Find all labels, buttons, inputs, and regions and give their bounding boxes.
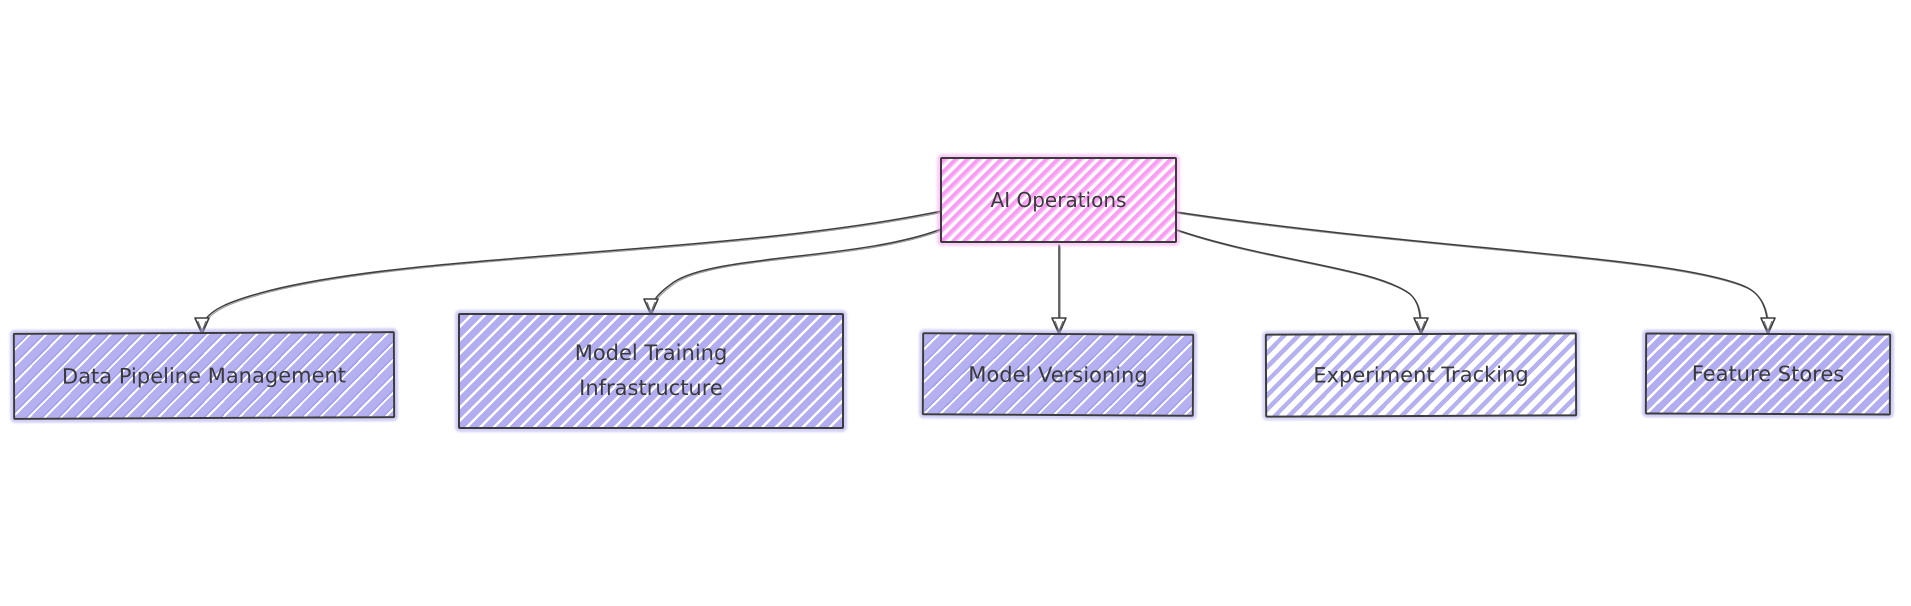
node-model-versioning-label: Model Versioning xyxy=(968,362,1148,387)
node-ai-operations-label: AI Operations xyxy=(990,188,1127,212)
node-model-versioning: Model Versioning xyxy=(921,332,1195,417)
node-model-training-infrastructure: Model Training Infrastructure xyxy=(458,313,844,429)
node-feature-stores-label: Feature Stores xyxy=(1691,361,1845,387)
node-data-pipeline-management: Data Pipeline Management xyxy=(12,331,396,420)
node-experiment-tracking: Experiment Tracking xyxy=(1264,332,1578,418)
edge-ai-operations-to-experiment-tracking xyxy=(1173,228,1422,328)
edge-ai-operations-to-data-pipeline-management xyxy=(201,210,943,327)
node-model-training-infrastructure-label: Model Training Infrastructure xyxy=(574,341,728,400)
node-ai-operations: AI Operations xyxy=(940,157,1177,243)
node-experiment-tracking-label: Experiment Tracking xyxy=(1313,362,1529,388)
node-data-pipeline-management-label: Data Pipeline Management xyxy=(61,362,347,389)
node-feature-stores: Feature Stores xyxy=(1644,332,1892,416)
edge-ai-operations-to-feature-stores xyxy=(1175,211,1769,328)
edge-ai-operations-to-model-training-infrastructure xyxy=(650,227,945,310)
